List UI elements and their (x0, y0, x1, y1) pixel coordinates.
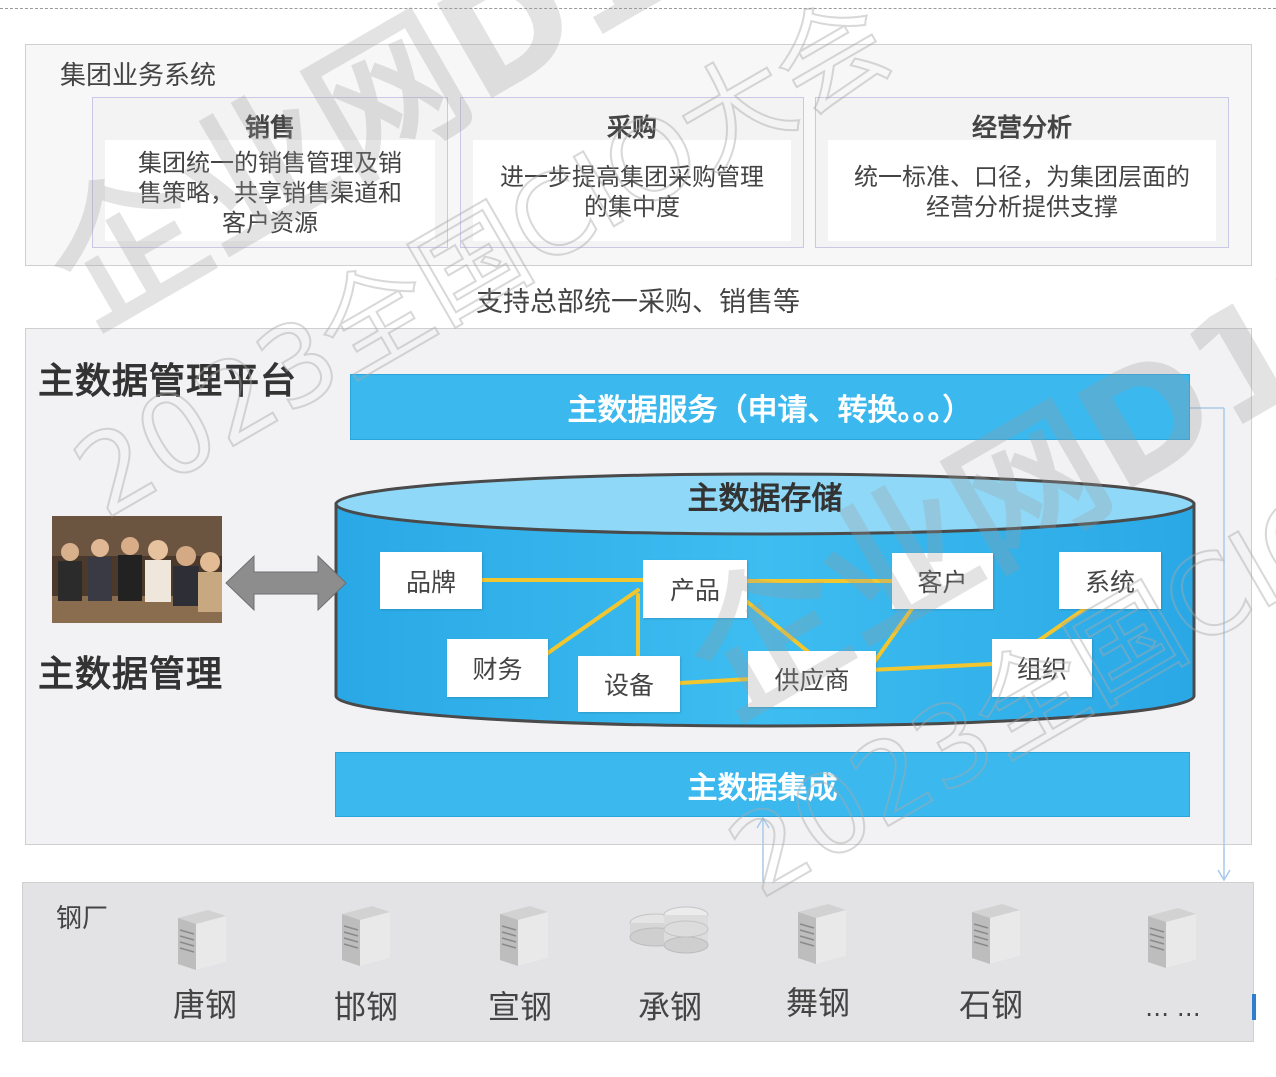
double-arrow-icon (225, 554, 347, 612)
top-dashed-line (0, 8, 1276, 9)
node-brand: 品牌 (380, 552, 482, 609)
purchasing-card-desc: 进一步提高集团采购管理 的集中度 (500, 163, 764, 221)
storage-title: 主数据存储 (687, 481, 843, 517)
plant-label: 唐钢 (172, 986, 237, 1024)
sales-card: 销售 集团统一的销售管理及销 售策略，共享销售渠道和 客户资源 (92, 97, 448, 248)
node-system: 系统 (1059, 552, 1161, 609)
server-icon (1147, 907, 1197, 969)
analysis-card-title: 经营分析 (971, 113, 1072, 142)
service-bar: 主数据服务（申请、转换。。。） (350, 374, 1190, 440)
plant-label: … … (1145, 994, 1201, 1022)
purchasing-card: 采购 进一步提高集团采购管理 的集中度 (460, 97, 804, 248)
sales-card-title: 销售 (244, 113, 295, 142)
integration-bar: 主数据集成 (335, 752, 1190, 817)
business-system-title: 集团业务系统 (60, 61, 217, 91)
sales-card-desc: 集团统一的销售管理及销 售策略，共享销售渠道和 客户资源 (138, 149, 402, 237)
plant-label: 承钢 (637, 988, 702, 1026)
server-icon (499, 905, 549, 967)
node-product: 产品 (643, 560, 747, 618)
node-equipment: 设备 (578, 656, 680, 712)
mdm-management-label: 主数据管理 (38, 654, 224, 695)
node-supplier: 供应商 (748, 651, 876, 707)
analysis-card-desc: 统一标准、口径，为集团层面的 经营分析提供支撑 (854, 163, 1190, 221)
purchasing-card-title: 采购 (606, 113, 657, 142)
plant-label: 宣钢 (487, 988, 552, 1026)
steel-plants-panel (22, 882, 1254, 1042)
plant-label: 舞钢 (785, 984, 850, 1022)
node-organization: 组织 (992, 639, 1092, 697)
node-finance: 财务 (447, 639, 548, 697)
node-customer: 客户 (892, 553, 993, 609)
plant-label: 邯钢 (333, 988, 398, 1026)
support-caption: 支持总部统一采购、销售等 (476, 287, 800, 318)
platform-title: 主数据管理平台 (38, 361, 298, 402)
database-icon (629, 906, 709, 954)
plant-label: 石钢 (958, 986, 1023, 1024)
server-icon (341, 905, 391, 967)
server-icon (797, 903, 847, 965)
edge-marker (1252, 994, 1256, 1020)
meeting-people-photo (52, 516, 222, 623)
steel-plants-title: 钢厂 (56, 904, 109, 934)
server-icon (177, 909, 227, 971)
server-icon (971, 903, 1021, 965)
analysis-card: 经营分析 统一标准、口径，为集团层面的 经营分析提供支撑 (815, 97, 1229, 248)
